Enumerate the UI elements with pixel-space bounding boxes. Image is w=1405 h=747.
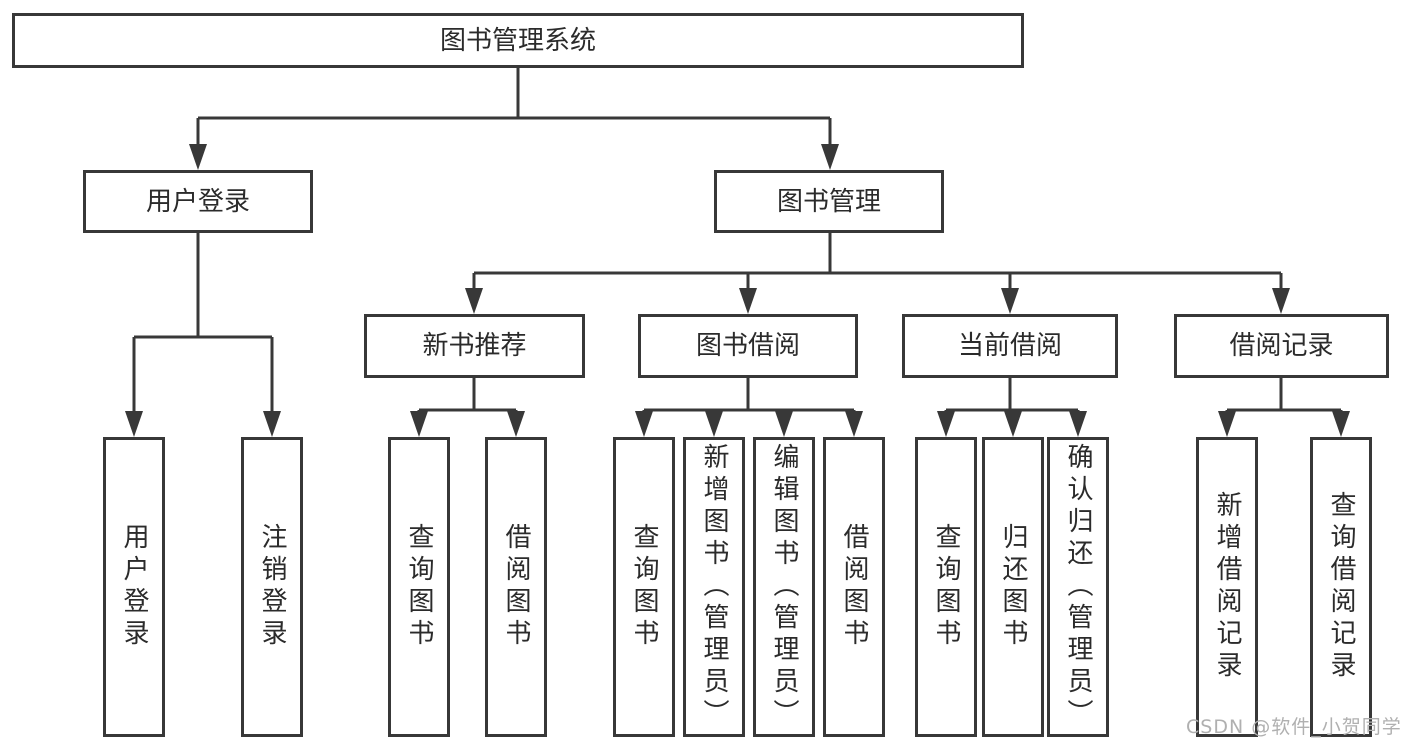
leaf-return-books: 归还图书: [982, 437, 1044, 737]
arrow-icon: [1004, 411, 1022, 437]
leaf-edit-books-admin: 编辑图书（管理员）: [753, 437, 815, 737]
arrow-icon: [1272, 288, 1290, 314]
arrow-icon: [189, 144, 207, 170]
leaf-label: 确认归还（管理员）: [1063, 443, 1093, 731]
leaf-label: 查询图书: [404, 523, 434, 651]
leaf-borrow-books: 借阅图书: [485, 437, 547, 737]
leaf-query-books: 查询图书: [388, 437, 450, 737]
arrow-icon: [739, 288, 757, 314]
arrow-icon: [1069, 411, 1087, 437]
leaf-label: 注销登录: [257, 523, 287, 651]
leaf-query-books: 查询图书: [915, 437, 977, 737]
arrow-icon: [775, 411, 793, 437]
arrow-icon: [507, 411, 525, 437]
node-book-borrowing: 图书借阅: [638, 314, 858, 378]
arrow-icon: [821, 144, 839, 170]
leaf-query-books: 查询图书: [613, 437, 675, 737]
arrow-icon: [845, 411, 863, 437]
arrow-icon: [705, 411, 723, 437]
leaf-label: 查询图书: [931, 523, 961, 651]
csdn-watermark: CSDN @软件_小贺同学: [1186, 716, 1402, 738]
node-library-management-system: 图书管理系统: [12, 13, 1024, 68]
node-new-book-recommendation: 新书推荐: [364, 314, 585, 378]
node-current-borrowing: 当前借阅: [902, 314, 1118, 378]
arrow-icon: [465, 288, 483, 314]
arrow-icon: [1001, 288, 1019, 314]
arrow-icon: [635, 411, 653, 437]
leaf-label: 查询借阅记录: [1326, 491, 1356, 683]
leaf-add-books-admin: 新增图书（管理员）: [683, 437, 745, 737]
leaf-logout: 注销登录: [241, 437, 303, 737]
leaf-label: 查询图书: [629, 523, 659, 651]
leaf-label: 新增借阅记录: [1212, 491, 1242, 683]
leaf-label: 借阅图书: [501, 523, 531, 651]
leaf-label: 借阅图书: [839, 523, 869, 651]
leaf-borrow-books: 借阅图书: [823, 437, 885, 737]
leaf-user-login: 用户登录: [103, 437, 165, 737]
leaf-confirm-return-admin: 确认归还（管理员）: [1047, 437, 1109, 737]
arrow-icon: [937, 411, 955, 437]
leaf-label: 归还图书: [998, 523, 1028, 651]
arrow-icon: [125, 411, 143, 437]
node-borrowing-records: 借阅记录: [1174, 314, 1389, 378]
arrow-icon: [1332, 411, 1350, 437]
node-user-login: 用户登录: [83, 170, 313, 233]
leaf-label: 新增图书（管理员）: [699, 443, 729, 731]
leaf-label: 编辑图书（管理员）: [769, 443, 799, 731]
leaf-query-borrow-record: 查询借阅记录: [1310, 437, 1372, 737]
node-book-management: 图书管理: [714, 170, 944, 233]
arrow-icon: [410, 411, 428, 437]
arrow-icon: [1218, 411, 1236, 437]
leaf-add-borrow-record: 新增借阅记录: [1196, 437, 1258, 737]
arrow-icon: [263, 411, 281, 437]
leaf-label: 用户登录: [119, 523, 149, 651]
